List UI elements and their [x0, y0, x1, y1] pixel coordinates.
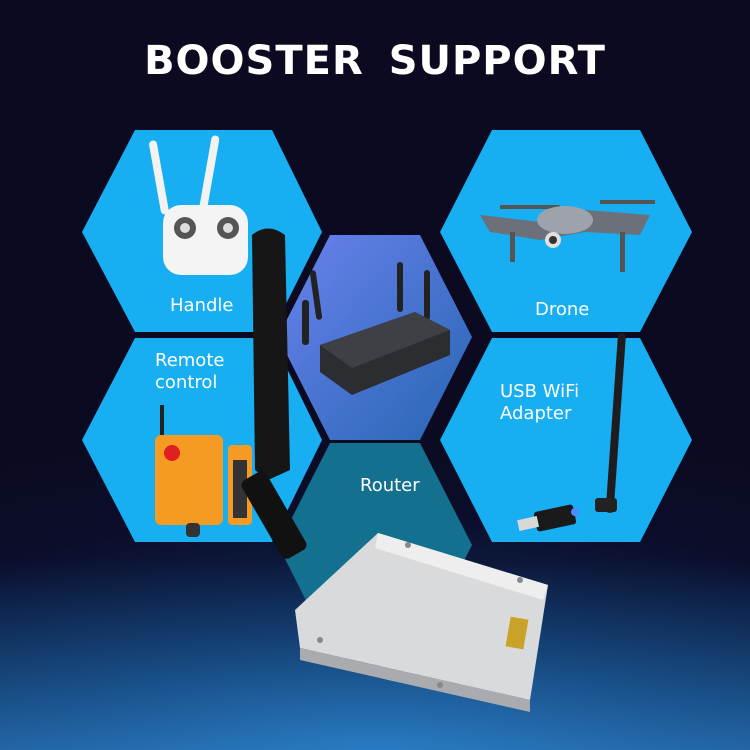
hex-usb-adapter — [440, 338, 692, 542]
hex-label-remote-control: Remote control — [155, 350, 224, 394]
hex-label-router: Router — [360, 475, 420, 496]
wifi-booster-image — [241, 228, 548, 712]
usb-adapter-image — [517, 333, 626, 532]
hex-label-usb-adapter: USB WiFi Adapter — [500, 381, 579, 425]
hex-label-remote-line2: control — [155, 372, 218, 393]
hex-label-remote-line1: Remote — [155, 350, 225, 371]
hex-label-drone: Drone — [535, 299, 590, 320]
hex-label-usb-line1: USB WiFi — [500, 381, 580, 402]
router-image — [302, 262, 450, 395]
industrial-remote-image — [155, 405, 252, 537]
hex-label-usb-line2: Adapter — [500, 403, 572, 424]
rc-transmitter-image — [149, 135, 248, 275]
page-title: BOOSTER SUPPORT — [144, 38, 606, 84]
drone-image — [480, 200, 655, 272]
hex-label-handle: Handle — [170, 295, 234, 316]
